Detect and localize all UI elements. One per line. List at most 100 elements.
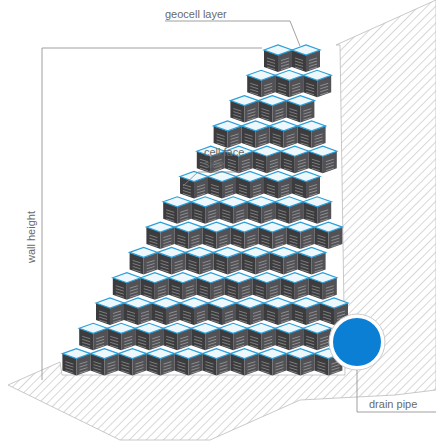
cell-stripe [144, 292, 152, 295]
cell-stripe [208, 339, 216, 342]
cell-stripe [253, 194, 261, 197]
cell-stripe [303, 244, 311, 247]
cell-stripe [242, 295, 250, 298]
cell-stripe [197, 188, 205, 191]
cell-stripe [309, 311, 317, 314]
cell-stripe [253, 311, 261, 314]
cell-stripe [264, 345, 272, 348]
geocell [247, 70, 275, 97]
cell-stripe [180, 216, 188, 219]
cell-stripe [247, 238, 255, 241]
cell-top [314, 222, 342, 232]
cell-stripe [281, 61, 289, 64]
cell-top [258, 349, 286, 359]
cell-top [174, 222, 202, 232]
cell-stripe [113, 314, 121, 317]
dimension-line [42, 48, 262, 380]
cell-stripe [312, 165, 320, 168]
cell-stripe [186, 292, 194, 295]
cell-top [264, 45, 292, 55]
cell-stripe [93, 368, 101, 371]
cell-stripe [203, 269, 211, 272]
cell-stripe [292, 89, 300, 92]
cell-stripe [65, 362, 73, 365]
cell-stripe [155, 320, 163, 323]
cell-stripe [245, 266, 253, 269]
cell-stripe [149, 371, 157, 374]
cell-stripe [264, 86, 272, 89]
cell-stripe [82, 339, 90, 342]
cell-stripe [287, 134, 295, 137]
cell-stripe [278, 345, 286, 348]
cell-stripe [124, 336, 132, 339]
cell-top [174, 349, 202, 359]
cell-stripe [242, 289, 250, 292]
cell-stripe [256, 162, 264, 165]
cell-stripe [222, 336, 230, 339]
cell-stripe [161, 269, 169, 272]
cell-stripe [326, 295, 334, 298]
cell-stripe [275, 109, 283, 112]
cell-top [286, 349, 314, 359]
cell-stripe [247, 235, 255, 238]
cell-stripe [152, 342, 160, 345]
cell-stripe [250, 210, 258, 213]
cell-stripe [287, 263, 295, 266]
cell-stripe [295, 191, 303, 194]
cell-stripe [147, 266, 155, 269]
cell-stripe [245, 143, 253, 146]
cell-stripe [205, 368, 213, 371]
cell-stripe [267, 194, 275, 197]
cell-stripe [127, 314, 135, 317]
cell-stripe [270, 295, 278, 298]
cell-top [236, 172, 264, 182]
cell-stripe [326, 159, 334, 162]
cell-stripe [264, 83, 272, 86]
cell-top [96, 298, 124, 308]
cell-stripe [158, 286, 166, 289]
cell-top [180, 298, 208, 308]
cell-stripe [236, 336, 244, 339]
cell-stripe [320, 83, 328, 86]
cell-stripe [309, 67, 317, 70]
cell-stripe [273, 260, 281, 263]
cell-stripe [273, 263, 281, 266]
cell-stripe [177, 241, 185, 244]
cell-stripe [278, 219, 286, 222]
cell-stripe [281, 194, 289, 197]
cell-top [270, 121, 298, 131]
geocell [286, 222, 314, 249]
geocell [247, 323, 275, 350]
cell-stripe [331, 365, 339, 368]
cell-top [141, 273, 169, 283]
cell-stripe [312, 289, 320, 292]
geocell [118, 349, 146, 376]
cell-stripe [205, 241, 213, 244]
cell-stripe [222, 216, 230, 219]
cell-stripe [253, 317, 261, 320]
cell-stripe [107, 365, 115, 368]
cell-stripe [197, 317, 205, 320]
cell-stripe [303, 362, 311, 365]
geocell [174, 222, 202, 249]
geocell [247, 197, 275, 224]
geocell [90, 349, 118, 376]
cell-stripe [239, 314, 247, 317]
cell-stripe [289, 118, 297, 121]
cell-stripe [281, 191, 289, 194]
cell-stripe [169, 320, 177, 323]
cell-stripe [236, 219, 244, 222]
cell-top [258, 96, 286, 106]
cell-stripe [233, 371, 241, 374]
cell-stripe [194, 210, 202, 213]
cell-stripe [273, 137, 281, 140]
cell-stripe [245, 263, 253, 266]
cell-top [292, 172, 320, 182]
cell-stripe [149, 238, 157, 241]
cell-stripe [200, 292, 208, 295]
cell-stripe [147, 263, 155, 266]
cell-stripe [141, 311, 149, 314]
geocell [146, 349, 174, 376]
cell-stripe [236, 342, 244, 345]
cell-stripe [96, 345, 104, 348]
